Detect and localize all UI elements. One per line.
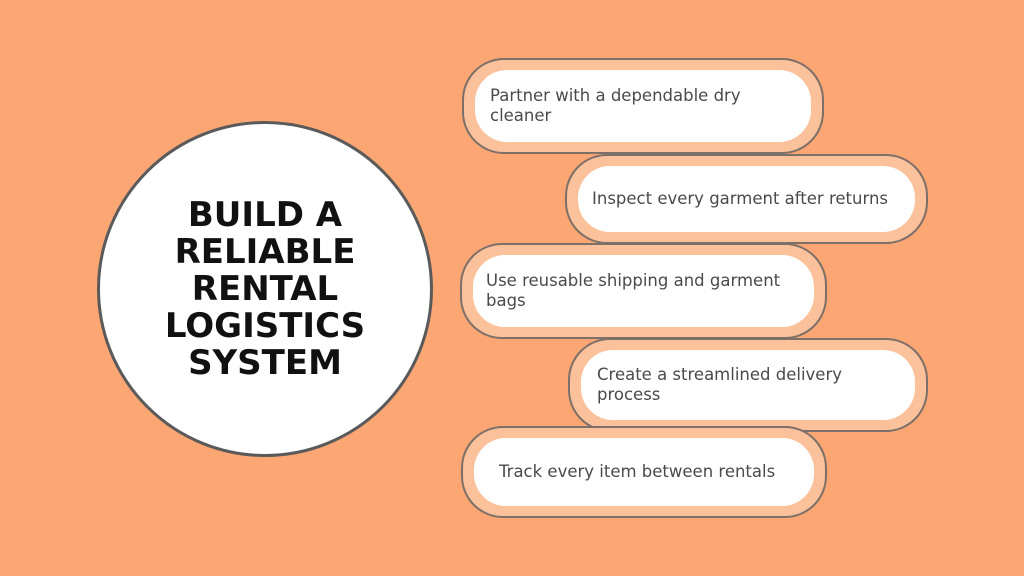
step-2: Inspect every garment after returns [565,154,928,244]
step-4: Create a streamlined delivery process [568,338,928,432]
step-5-box: Track every item between rentals [474,438,814,506]
step-2-box: Inspect every garment after returns [578,166,915,232]
step-3-label: Use reusable shipping and garment bags [486,271,781,310]
title-circle: BUILD A RELIABLE RENTAL LOGISTICS SYSTEM [97,121,433,457]
step-4-box: Create a streamlined delivery process [581,350,915,420]
step-3: Use reusable shipping and garment bags [460,243,827,339]
step-2-label: Inspect every garment after returns [592,189,888,208]
step-3-box: Use reusable shipping and garment bags [473,255,814,327]
step-5-label: Track every item between rentals [499,462,776,481]
step-1-label: Partner with a dependable dry cleaner [490,86,741,125]
diagram-title: BUILD A RELIABLE RENTAL LOGISTICS SYSTEM [164,194,366,383]
step-4-label: Create a streamlined delivery process [597,365,843,404]
step-1: Partner with a dependable dry cleaner [462,58,824,154]
step-5: Track every item between rentals [461,426,827,518]
step-1-box: Partner with a dependable dry cleaner [475,70,811,142]
